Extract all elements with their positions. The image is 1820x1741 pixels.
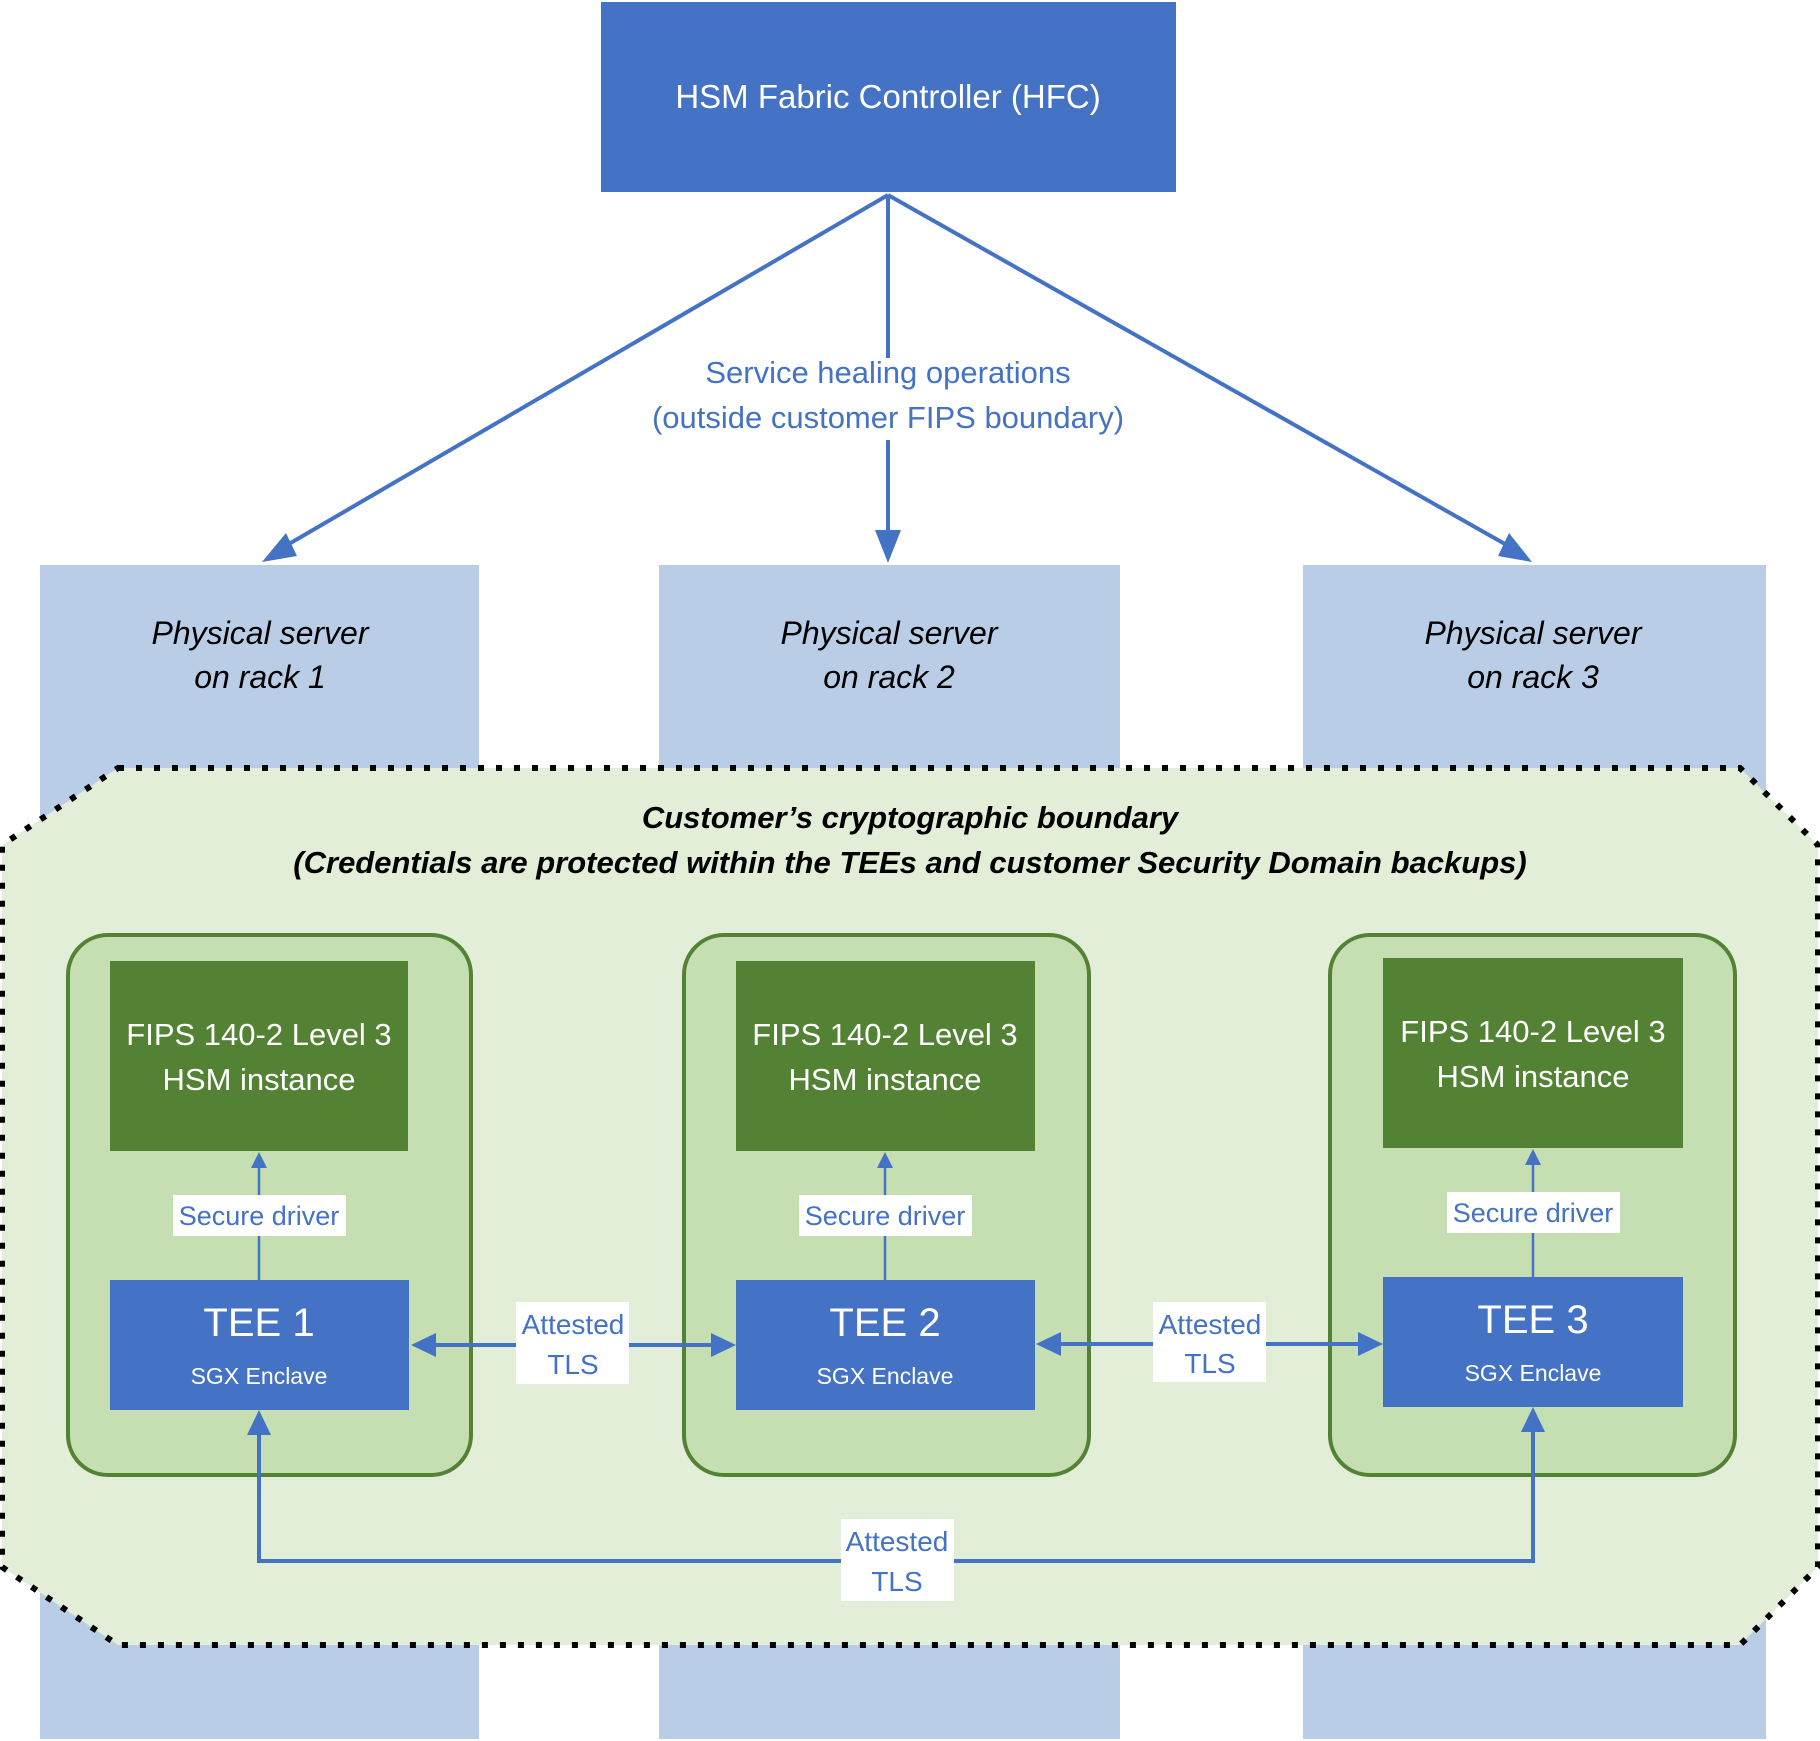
link-2-label-line1: Attested bbox=[1159, 1309, 1262, 1340]
driver-arrowhead-1 bbox=[251, 1152, 267, 1168]
tee-2-enclave: SGX Enclave bbox=[817, 1363, 954, 1389]
tee-box-2 bbox=[736, 1280, 1035, 1410]
link-1-label-line1: Attested bbox=[522, 1309, 625, 1340]
hfc-box bbox=[601, 2, 1176, 192]
hsm-1-line1: FIPS 140-2 Level 3 bbox=[126, 1017, 391, 1052]
healing-label-line2: (outside customer FIPS boundary) bbox=[652, 400, 1124, 435]
driver-label-3: Secure driver bbox=[1453, 1198, 1614, 1228]
link-3-label-line1: Attested bbox=[846, 1526, 949, 1557]
tee-1-title: TEE 1 bbox=[203, 1301, 314, 1345]
server-1-label-line2: on rack 1 bbox=[194, 659, 326, 695]
hsm-1-line2: HSM instance bbox=[163, 1062, 356, 1097]
healing-arrows bbox=[262, 193, 1532, 563]
arrowhead-right bbox=[1498, 533, 1532, 562]
server-2-label-line1: Physical server bbox=[781, 615, 999, 651]
server-2-label-line2: on rack 2 bbox=[823, 659, 955, 695]
tee-boxes: TEE 1 SGX Enclave TEE 2 SGX Enclave TEE … bbox=[110, 1277, 1683, 1410]
link-1-arrowhead-left bbox=[411, 1333, 436, 1357]
hsm-box-2 bbox=[736, 961, 1035, 1151]
link-1-label-line2: TLS bbox=[547, 1349, 598, 1380]
tee-2-title: TEE 2 bbox=[829, 1301, 940, 1345]
tee-3-title: TEE 3 bbox=[1477, 1298, 1588, 1342]
server-3-label-line1: Physical server bbox=[1425, 615, 1643, 651]
server-3-label-line2: on rack 3 bbox=[1467, 659, 1599, 695]
healing-label-line1: Service healing operations bbox=[705, 355, 1070, 390]
driver-label-2: Secure driver bbox=[805, 1201, 966, 1231]
link-2-label-line2: TLS bbox=[1184, 1348, 1235, 1379]
hsm-box-3 bbox=[1383, 958, 1683, 1148]
driver-label-1: Secure driver bbox=[179, 1201, 340, 1231]
link-1-label-bg bbox=[516, 1302, 629, 1384]
boundary-subtitle: (Credentials are protected within the TE… bbox=[293, 845, 1526, 880]
driver-arrowhead-2 bbox=[877, 1152, 893, 1168]
link-2-label-bg bbox=[1153, 1302, 1266, 1382]
driver-label-bg-2 bbox=[799, 1195, 972, 1236]
healing-arrow-right bbox=[887, 193, 1513, 550]
hsm-box-1 bbox=[110, 961, 408, 1151]
hsm-3-line2: HSM instance bbox=[1437, 1059, 1630, 1094]
link-3-label-bg bbox=[841, 1519, 954, 1601]
hsm-instances: FIPS 140-2 Level 3 HSM instance FIPS 140… bbox=[110, 958, 1683, 1151]
server-1-label-line1: Physical server bbox=[152, 615, 370, 651]
tee-box-1 bbox=[110, 1280, 409, 1410]
healing-arrow-left bbox=[280, 193, 890, 550]
link-3-arrowhead-left bbox=[247, 1410, 271, 1435]
hsm-3-line1: FIPS 140-2 Level 3 bbox=[1400, 1014, 1665, 1049]
tee-1-enclave: SGX Enclave bbox=[191, 1363, 328, 1389]
hfc-label: HSM Fabric Controller (HFC) bbox=[675, 78, 1100, 115]
tee-3-enclave: SGX Enclave bbox=[1465, 1360, 1602, 1386]
arrowhead-left bbox=[262, 533, 297, 562]
tee-box-3 bbox=[1383, 1277, 1683, 1407]
hsm-2-line2: HSM instance bbox=[789, 1062, 982, 1097]
link-3-label-line2: TLS bbox=[871, 1566, 922, 1597]
arrowhead-center bbox=[875, 530, 901, 563]
boundary-title: Customer’s cryptographic boundary bbox=[642, 800, 1180, 835]
driver-label-bg-3 bbox=[1447, 1192, 1620, 1233]
hsm-2-line1: FIPS 140-2 Level 3 bbox=[752, 1017, 1017, 1052]
link-3-arrowhead-right bbox=[1521, 1407, 1545, 1432]
driver-arrowhead-3 bbox=[1525, 1149, 1541, 1165]
driver-label-bg-1 bbox=[173, 1195, 346, 1236]
link-2-arrowhead-right bbox=[1358, 1332, 1383, 1356]
link-1-arrowhead-right bbox=[711, 1333, 736, 1357]
link-2-arrowhead-left bbox=[1036, 1332, 1061, 1356]
